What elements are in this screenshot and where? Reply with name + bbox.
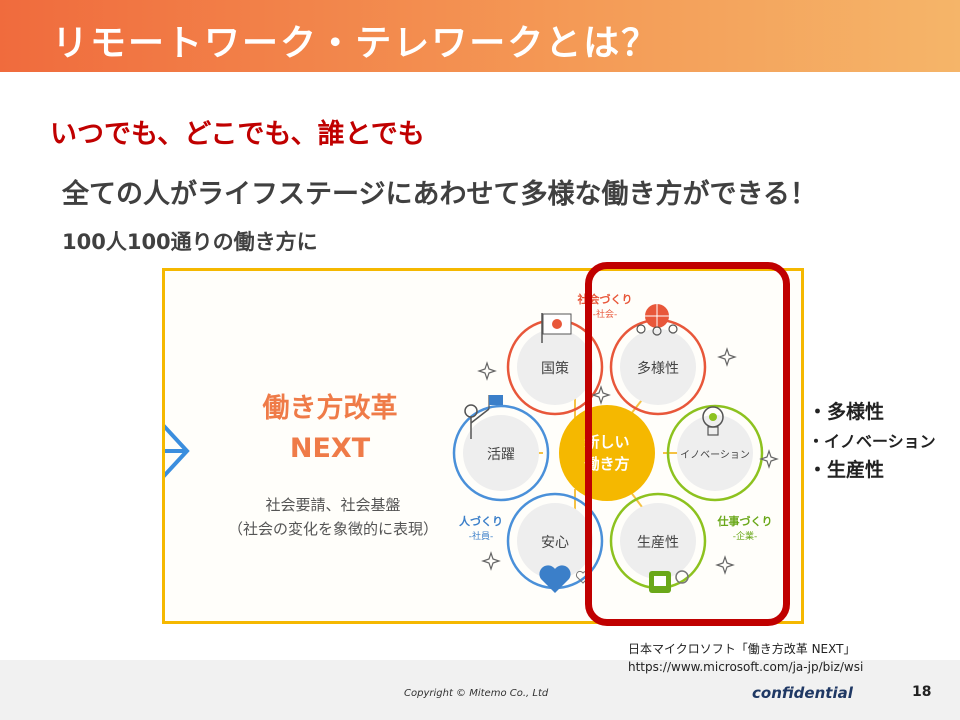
figure-title-line2: NEXT — [289, 433, 371, 464]
node-label-katsuyaku: 活躍 — [487, 447, 515, 463]
workstyle-reform-figure: 国策 多様性 イノベーション 生産性 安心 活躍 — [162, 268, 804, 624]
person-flag-icon — [464, 395, 503, 439]
node-innovation: イノベーション — [666, 404, 764, 502]
footer-band — [0, 660, 960, 720]
center-label-line1: 新しい — [584, 433, 629, 451]
group-hito-title: 人づくり — [459, 514, 503, 528]
node-label-innovation: イノベーション — [680, 449, 750, 461]
group-hito-sub: -社員- — [469, 530, 494, 542]
node-label-seisansei: 生産性 — [637, 535, 679, 551]
group-shakai-sub: -社会- — [593, 308, 618, 320]
figure-caption-line2: （社会の変化を象徴的に表現） — [227, 520, 438, 538]
arrow-right-icon — [165, 424, 190, 478]
bullet-item: ・生産性 — [808, 459, 885, 481]
figure-title: 働き方改革 NEXT — [225, 389, 435, 469]
node-tayousei: 多様性 — [609, 318, 707, 416]
source-url: https://www.microsoft.com/ja-jp/biz/wsi — [628, 660, 864, 674]
japan-flag-icon — [541, 313, 572, 343]
title-bar: リモートワーク・テレワークとは？ — [0, 0, 960, 72]
bullet-list: ・多様性 ・イノベーション ・生産性 — [808, 398, 960, 485]
node-anshin: 安心 — [506, 492, 604, 590]
group-shigoto-sub: -企業- — [733, 530, 758, 542]
main-statement: 全ての人がライフステージにあわせて多様な働き方ができる！ — [62, 179, 817, 210]
figure-caption-line1: 社会要請、社会基盤 — [265, 496, 401, 514]
confidential-label: confidential — [752, 684, 853, 702]
source-line1: 日本マイクロソフト「働き方改革 NEXT」 — [628, 642, 856, 656]
bullet-item: ・イノベーション — [808, 432, 936, 451]
node-seisansei: 生産性 — [609, 492, 707, 590]
gear-board-icon — [649, 570, 689, 593]
center-label-line2: 働き方 — [583, 455, 629, 473]
copyright-text: Copyright © Mitemo Co., Ltd — [404, 688, 549, 699]
center-node: 新しい 働き方 — [559, 405, 655, 501]
figure-caption: 社会要請、社会基盤 （社会の変化を象徴的に表現） — [203, 493, 463, 541]
slide-subtitle: いつでも、どこでも、誰とでも — [50, 119, 425, 150]
node-label-kokusaku: 国策 — [541, 360, 569, 377]
page-number: 18 — [912, 684, 932, 700]
sparkle-icon — [477, 347, 779, 575]
people-globe-icon — [636, 304, 678, 336]
node-label-tayousei: 多様性 — [637, 360, 679, 377]
lightbulb-gear-icon — [702, 406, 724, 436]
workstyle-diagram: 国策 多様性 イノベーション 生産性 安心 活躍 — [165, 292, 779, 593]
group-shigoto-title: 仕事づくり — [717, 514, 773, 528]
node-katsuyaku: 活躍 — [452, 404, 550, 502]
source-citation: 日本マイクロソフト「働き方改革 NEXT」 https://www.micros… — [628, 640, 863, 676]
bullet-item: ・多様性 — [808, 401, 885, 423]
node-label-anshin: 安心 — [541, 535, 569, 551]
figure-title-line1: 働き方改革 — [262, 393, 398, 424]
slide-title: リモートワーク・テレワークとは？ — [52, 23, 660, 64]
sub-statement: 100人100通りの働き方に — [62, 230, 318, 254]
highlight-frame — [585, 262, 790, 626]
